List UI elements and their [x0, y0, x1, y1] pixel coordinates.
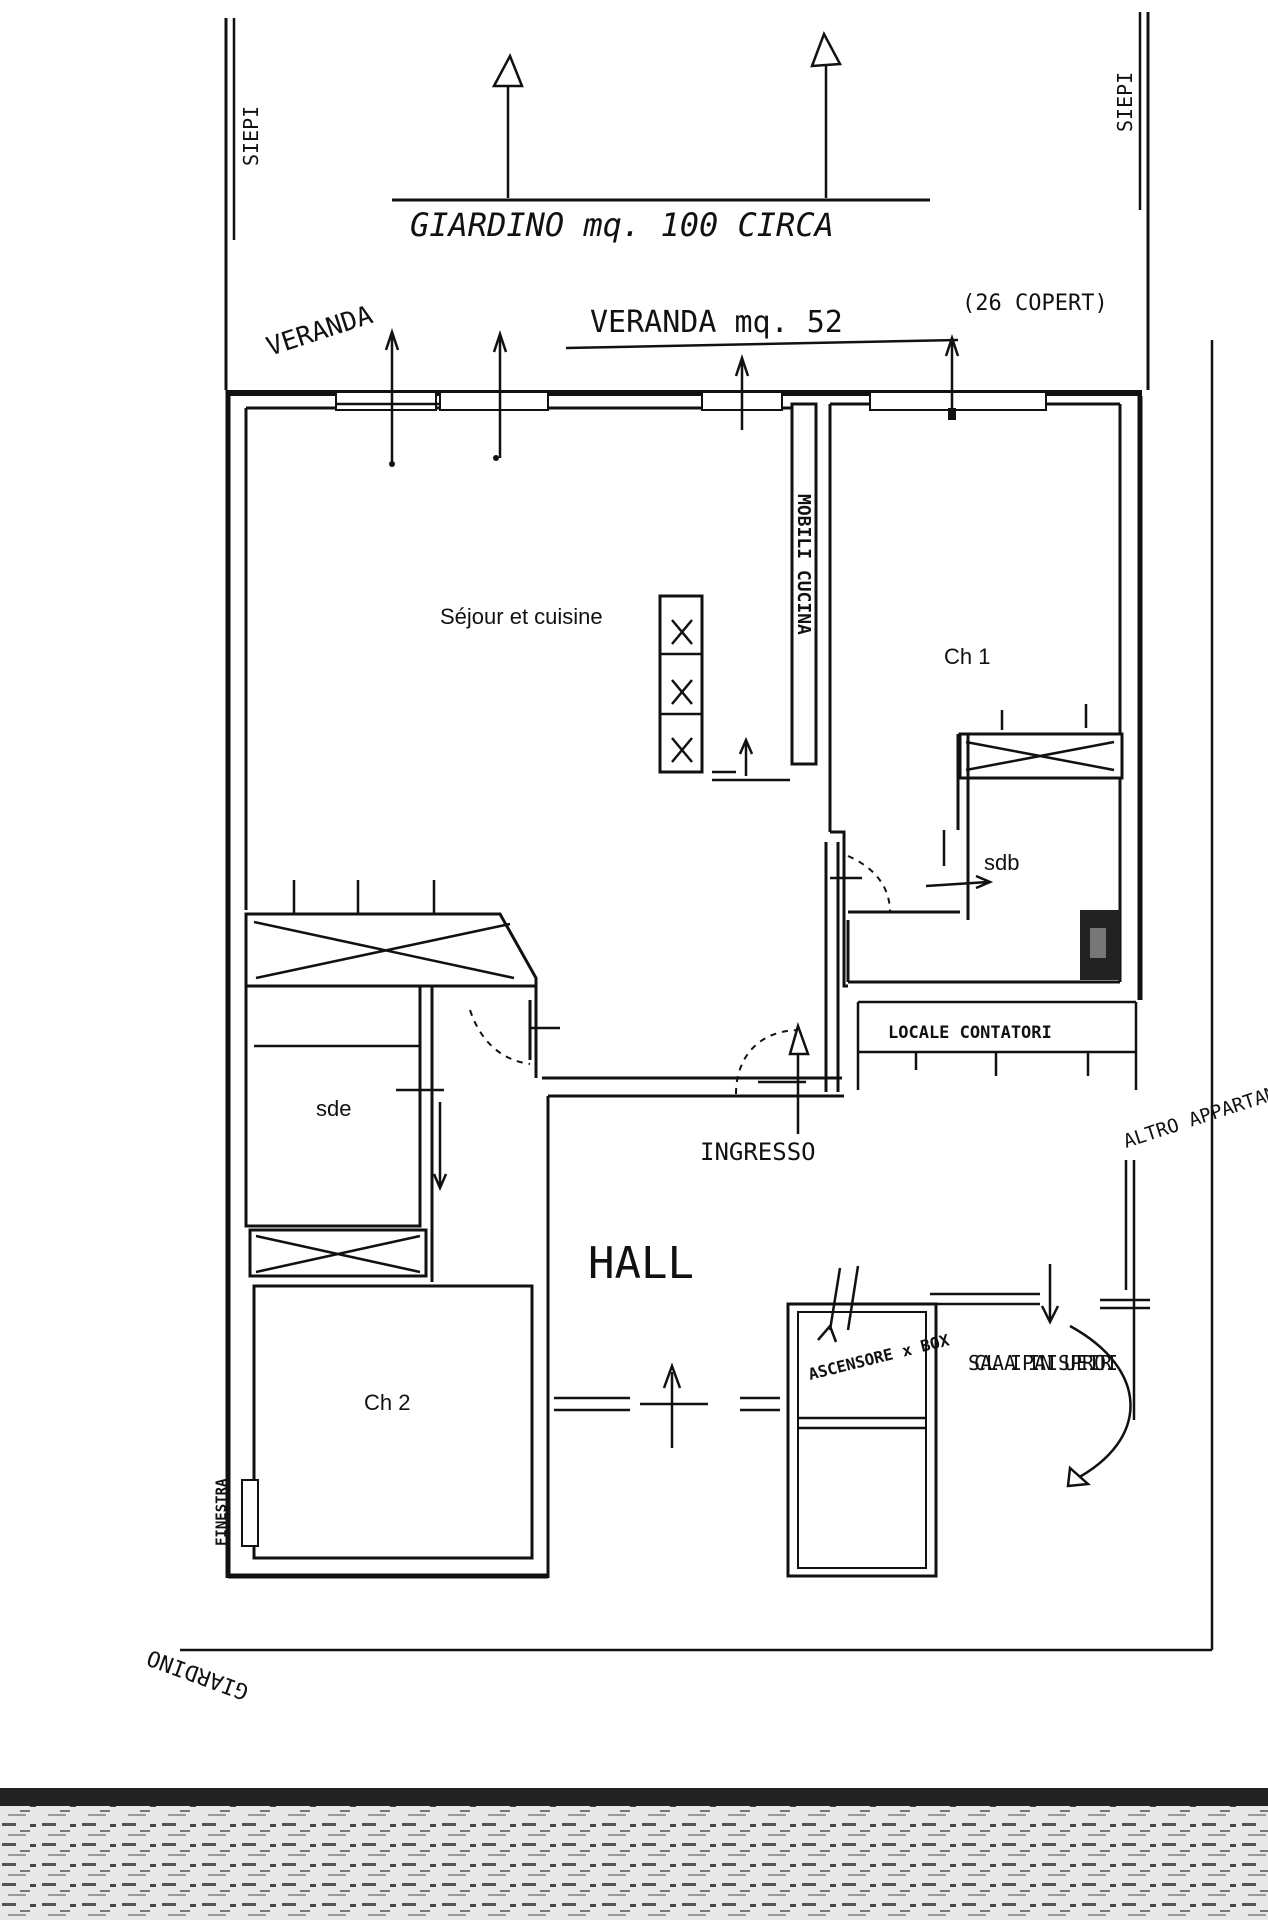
ascensore-label: ASCENSORE x BOX — [806, 1330, 951, 1383]
hall-door-arrow-head — [662, 1362, 682, 1389]
veranda-line — [565, 338, 959, 350]
sdb-arrow-h — [925, 880, 989, 888]
sde-label: sde — [316, 1096, 351, 1121]
finestra-label: FINESTRA — [214, 1478, 230, 1546]
sejour-label: Séjour et cuisine — [440, 604, 603, 629]
sdb-label: sdb — [984, 850, 1019, 875]
giardino-top-label: GIARDINO mq. 100 CIRCA — [410, 206, 834, 244]
kitchen-counter — [658, 594, 704, 774]
sde-wardrobe-x — [255, 1234, 421, 1274]
kitchen-counter-arrows — [712, 736, 790, 782]
wardrobe-x — [965, 740, 1115, 772]
sde-arrow-v-head — [432, 1173, 448, 1192]
veranda-main-label: VERANDA mq. 52 — [590, 305, 843, 340]
left-wardrobe — [244, 880, 538, 988]
garden-arrow-2-head — [810, 30, 843, 68]
ch1-door-swing — [847, 855, 891, 913]
coperti-label: (26 COPERT) — [962, 291, 1108, 316]
garden-arrow-1-head — [491, 53, 524, 88]
ch2-room — [252, 1284, 534, 1560]
corridor-door-swing — [469, 1009, 531, 1065]
veranda-arrows — [384, 328, 960, 467]
entrance-door-swing — [735, 1029, 801, 1095]
hall-label: HALL — [588, 1238, 694, 1289]
mobili-cucina-label: MOBILI CUCINA — [793, 494, 814, 635]
kitchen-cabinet-wall — [790, 402, 818, 766]
finestra-window — [241, 1479, 259, 1547]
locale-contatori-label: LOCALE CONTATORI — [888, 1023, 1052, 1043]
altro-appartamento-label: ALTRO APPARTAMEN — [1121, 1075, 1268, 1152]
stair-arrow-down-head — [1040, 1305, 1060, 1325]
outer-wall — [226, 390, 1142, 396]
giardino-bottom-label: GIARDINO — [144, 1644, 252, 1704]
sde-room — [244, 984, 422, 1228]
paper-bottom-shadow — [0, 1790, 1268, 1920]
stair-curve — [1069, 1324, 1132, 1482]
corridor-step — [830, 830, 848, 988]
elevator-shaft — [786, 1265, 1040, 1578]
ingresso-label: INGRESSO — [700, 1138, 816, 1166]
scala-label: SCALA AI PIANI SUPERIORI — [968, 1351, 1118, 1375]
sdb-arrow-h-head — [975, 874, 994, 890]
siepi-left-label: SIEPI — [239, 106, 263, 166]
entrance-arrow-head — [788, 1021, 810, 1056]
siepi-right-label: SIEPI — [1113, 72, 1137, 132]
ch2-label: Ch 2 — [364, 1390, 410, 1415]
paper-edge — [0, 1788, 1268, 1806]
locale-contatori — [856, 1000, 1138, 1090]
veranda-left-label: VERANDA — [263, 300, 377, 362]
ch1-label: Ch 1 — [944, 644, 990, 669]
stair-curve-head — [1066, 1465, 1091, 1488]
